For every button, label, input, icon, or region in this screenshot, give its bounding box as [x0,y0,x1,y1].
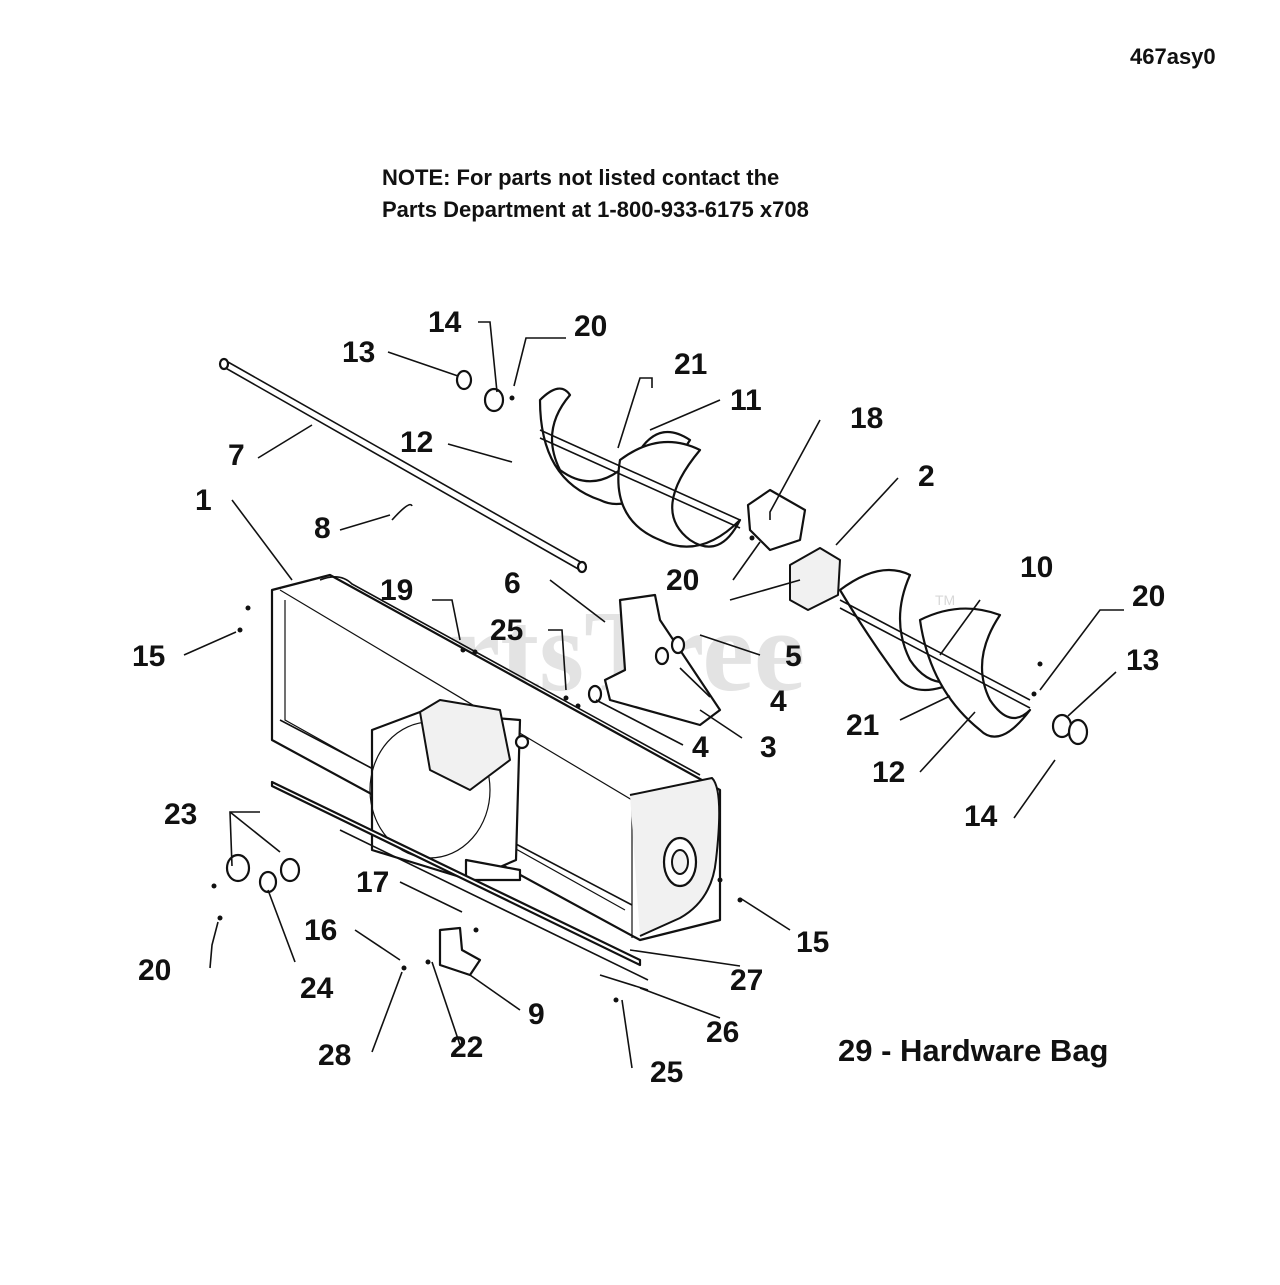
callout-13a: 13 [342,336,375,369]
callout-11: 11 [730,384,762,417]
callout-16: 16 [304,914,337,947]
gearbox-part [729,547,841,611]
callout-21a: 21 [674,348,707,381]
parts-note: NOTE: For parts not listed contact the P… [382,162,809,226]
support-part [587,593,722,727]
callout-5: 5 [785,640,802,673]
callout-9: 9 [528,998,545,1031]
flange-bearings [225,369,1089,894]
bracket-part [746,488,807,552]
callout-4a: 4 [770,685,787,718]
hardware-bag-label: 29 - Hardware Bag [838,1033,1109,1068]
callout-2: 2 [918,460,935,493]
watermark-tm: TM [935,592,955,608]
callout-20a: 20 [574,310,607,343]
callout-3: 3 [760,731,777,764]
callout-24: 24 [300,972,334,1005]
callout-15a: 15 [132,640,165,673]
callout-27: 27 [730,964,763,997]
callout-25a: 25 [490,614,523,647]
callout-26: 26 [706,1016,739,1049]
callout-7: 7 [228,439,245,472]
callout-15b: 15 [796,926,829,959]
callout-13b: 13 [1126,644,1159,677]
diagram-code: 467asy0 [1130,44,1216,69]
skid-shoe-part [438,926,482,977]
hardware-dots [211,395,1043,1003]
callout-21b: 21 [846,709,879,742]
callout-19: 19 [380,574,413,607]
right-auger-part [838,568,1032,738]
callout-4b: 4 [692,731,709,764]
left-auger-part [538,387,742,548]
callout-1: 1 [195,484,212,517]
scraper-bar [270,780,642,967]
callout-20b: 20 [666,564,699,597]
shaft-part [218,357,588,574]
callout-14b: 14 [964,800,998,833]
callout-12a: 12 [400,426,433,459]
callout-14a: 14 [428,306,462,339]
leader-lines [183,321,1124,1069]
callout-6: 6 [504,567,521,600]
callout-labels: 1 2 3 4 4 5 6 7 8 9 10 11 12 12 13 13 14… [132,306,1165,1089]
fan-housing-part [369,699,530,882]
callout-8: 8 [314,512,331,545]
callout-12b: 12 [872,756,905,789]
callout-25b: 25 [650,1056,683,1089]
callout-22: 22 [450,1031,483,1064]
note-line-2: Parts Department at 1-800-933-6175 x708 [382,197,809,222]
callout-18: 18 [850,402,883,435]
note-line-1: NOTE: For parts not listed contact the [382,165,780,190]
callout-20c: 20 [1132,580,1165,613]
callout-28: 28 [318,1039,351,1072]
callout-10: 10 [1020,551,1053,584]
callout-17: 17 [356,866,389,899]
callout-23: 23 [164,798,197,831]
pin-part [391,503,413,521]
callout-20d: 20 [138,954,171,987]
